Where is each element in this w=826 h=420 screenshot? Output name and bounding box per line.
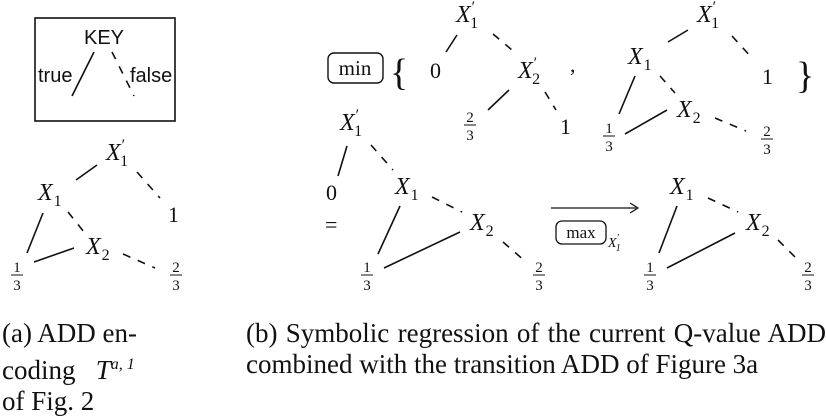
tree-b-result: X1 X2 1 3 2 3 [644,174,814,294]
svg-text:1: 1 [13,260,21,276]
svg-text:2: 2 [172,260,180,276]
edge-x1p-x1 [75,164,98,181]
max-label: max [566,223,596,242]
key-true-edge [71,51,95,97]
node-x2: X2 [469,210,494,240]
leaf-two-thirds: 2 3 [464,110,476,144]
svg-text:3: 3 [763,142,771,158]
caption-a-line1: (a) ADD en- [2,318,137,348]
svg-text:2: 2 [535,260,543,276]
edge-x2-twothirds [122,253,156,269]
svg-text:1: 1 [605,121,613,137]
node-x1: X1 [394,174,419,204]
leaf-one-third: 1 3 [644,260,656,294]
leaf-one-third: 1 3 [361,260,373,294]
svg-text:3: 3 [535,278,543,294]
max-box [555,220,607,245]
key-box [34,17,176,122]
node-x1prime: X′1 [455,0,478,32]
caption-a-line3: of Fig. 2 [2,386,95,416]
node-x1prime: X′1 [105,137,128,170]
node-x2prime: X′2 [517,55,540,88]
svg-text:min: min [339,56,372,80]
node-x1: X1 [627,44,652,74]
svg-text:1: 1 [363,260,371,276]
tree-b-min-second: X′1 X1 1 } X2 1 3 2 3 [603,0,814,158]
caption-a: (a) ADD en- coding Ta, 1 of Fig. 2 [2,318,172,417]
svg-text:2: 2 [466,110,474,126]
edge-x2-third [33,247,75,263]
tree-b-min-first: X′1 0 X′2 , 2 3 1 [430,0,576,144]
max-subscript: X′1 [607,233,621,254]
node-x2: X2 [745,210,770,240]
edge-x1p-one [136,171,161,199]
min-operator: min [327,52,384,84]
svg-text:1: 1 [646,260,654,276]
leaf-one: 1 [762,64,773,89]
svg-text:3: 3 [466,128,474,144]
node-x1: X1 [669,174,694,204]
node-x2: X2 [85,234,110,264]
node-x1prime: X′1 [696,0,719,32]
leaf-two-thirds: 2 3 [533,260,545,294]
left-brace: { [390,52,408,94]
svg-text:2: 2 [763,124,771,140]
svg-text:3: 3 [646,278,654,294]
leaf-zero: 0 [430,58,441,83]
svg-text:3: 3 [13,278,21,294]
tree-a: X′1 X1 X2 1 1 3 2 3 [11,137,182,294]
caption-b: (b) Symbolic regression of the current Q… [246,318,826,379]
svg-text:3: 3 [363,278,371,294]
tree-b-intermediate: X′1 0 = X1 X2 1 3 2 3 [325,107,545,294]
comma: , [570,52,576,77]
leaf-one-third: 1 3 [603,121,615,155]
leaf-two-thirds: 2 3 [761,124,773,158]
node-x1prime: X′1 [339,107,362,140]
caption-a-line2: coding Ta, 1 [2,355,135,385]
arrow-head [629,202,640,214]
max-arrow: max X′1 [551,202,640,254]
leaf-one: 1 [560,114,571,139]
leaf-one: 1 [168,202,179,227]
leaf-one-third: 1 3 [11,260,23,294]
key-false-label: false [130,65,172,87]
node-x1: X1 [37,180,62,210]
key-true-label: true [38,65,72,87]
leaf-two-thirds: 2 3 [802,260,814,294]
right-brace: } [796,55,814,97]
edge-x1-third [26,212,44,254]
key-legend: KEY true false [34,17,176,122]
svg-text:2: 2 [804,260,812,276]
equals-sign: = [325,212,337,237]
leaf-two-thirds: 2 3 [170,260,182,294]
edge-x1-x2 [67,211,85,233]
node-x2: X2 [676,97,701,127]
svg-text:3: 3 [605,139,613,155]
key-title: KEY [84,27,124,49]
svg-text:3: 3 [804,278,812,294]
svg-text:3: 3 [172,278,180,294]
leaf-zero: 0 [326,180,337,205]
